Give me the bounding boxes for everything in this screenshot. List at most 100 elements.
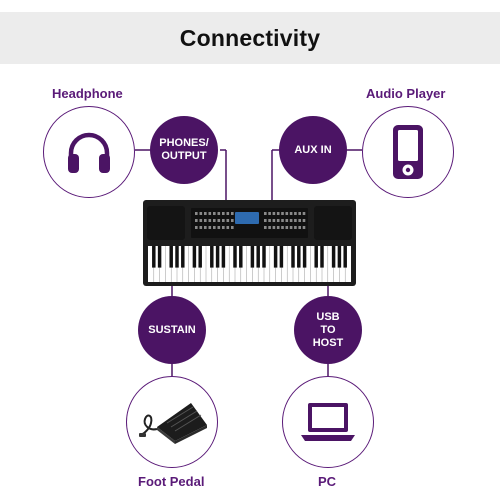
black-key [157, 246, 162, 268]
label-headphone: Headphone [52, 86, 123, 101]
panel-button [302, 226, 306, 229]
black-key [221, 246, 226, 268]
panel-button [289, 212, 293, 215]
panel-button [272, 219, 276, 222]
panel-button [294, 212, 297, 215]
panel-button [199, 226, 203, 229]
black-key [320, 246, 324, 268]
panel-button [298, 219, 301, 222]
panel-button [231, 212, 234, 215]
port-usb-to-host: USB TO HOST [294, 296, 362, 364]
panel-button [217, 226, 221, 229]
port-phones-output: PHONES/ OUTPUT [150, 116, 218, 184]
panel-button [226, 212, 230, 215]
audio-player-circle [362, 106, 454, 198]
panel-button [195, 219, 198, 222]
black-key [215, 246, 220, 268]
black-key [169, 246, 173, 268]
port-sustain: SUSTAIN [138, 296, 206, 364]
black-key [152, 246, 156, 268]
black-key [273, 246, 278, 268]
panel-button [264, 212, 267, 215]
panel-button [208, 212, 212, 215]
panel-button [222, 219, 225, 222]
panel-button [208, 219, 212, 222]
foot-pedal-circle [126, 376, 218, 468]
panel-button [195, 212, 198, 215]
panel-button [294, 226, 297, 229]
black-key [262, 246, 266, 268]
label-foot-pedal: Foot Pedal [138, 474, 205, 489]
black-key [239, 246, 243, 268]
panel-button [285, 226, 289, 229]
panel-button [268, 212, 271, 215]
black-key [181, 246, 185, 268]
page-title: Connectivity [179, 24, 321, 51]
panel-button [204, 212, 207, 215]
pc-circle [282, 376, 374, 468]
panel-button [285, 212, 289, 215]
panel-button [226, 226, 230, 229]
black-key [279, 246, 284, 268]
black-key [250, 246, 255, 268]
foot-pedal-icon [139, 403, 207, 444]
panel-button [226, 219, 230, 222]
label-pc: PC [318, 474, 337, 489]
panel-button [204, 219, 207, 222]
panel-button [281, 212, 284, 215]
panel-button [281, 226, 284, 229]
panel-button [302, 219, 306, 222]
panel-button [213, 226, 216, 229]
panel-button [289, 219, 293, 222]
panel-button [204, 226, 207, 229]
panel-button [276, 226, 280, 229]
port-aux-in: AUX IN [279, 116, 347, 184]
black-key [331, 246, 336, 268]
panel-button [264, 219, 267, 222]
panel-button [302, 212, 306, 215]
black-key [175, 246, 179, 268]
keyboard-illustration [143, 200, 356, 286]
black-key [192, 246, 197, 268]
panel-button [281, 219, 284, 222]
header-bar: Connectivity [0, 12, 500, 64]
audio-player-icon [393, 125, 423, 179]
panel-button [272, 226, 276, 229]
label-audio-player: Audio Player [366, 86, 446, 101]
panel-button [298, 226, 301, 229]
panel-button [268, 219, 271, 222]
panel-button [199, 212, 203, 215]
panel-button [268, 226, 271, 229]
panel-button [231, 226, 234, 229]
panel-button [217, 212, 221, 215]
panel-button [208, 226, 212, 229]
panel-button [199, 219, 203, 222]
black-key [337, 246, 342, 268]
panel-button [276, 219, 280, 222]
black-key [198, 246, 202, 268]
panel-button [222, 212, 225, 215]
black-key [233, 246, 237, 268]
panel-button [213, 212, 216, 215]
panel-button [231, 219, 234, 222]
panel-button [195, 226, 198, 229]
black-key [291, 246, 295, 268]
black-key [210, 246, 214, 268]
panel-button [217, 219, 221, 222]
panel-button [285, 219, 289, 222]
black-key [256, 246, 260, 268]
panel-button [272, 212, 276, 215]
black-key [343, 246, 347, 268]
black-key [302, 246, 307, 268]
black-key [314, 246, 318, 268]
headphone-icon [68, 132, 110, 173]
panel-button [298, 212, 301, 215]
panel-button [222, 226, 225, 229]
panel-button [276, 212, 280, 215]
panel-button [213, 219, 216, 222]
laptop-icon [301, 403, 355, 441]
headphone-circle [43, 106, 135, 198]
black-key [297, 246, 301, 268]
panel-button [264, 226, 267, 229]
panel-button [294, 219, 297, 222]
